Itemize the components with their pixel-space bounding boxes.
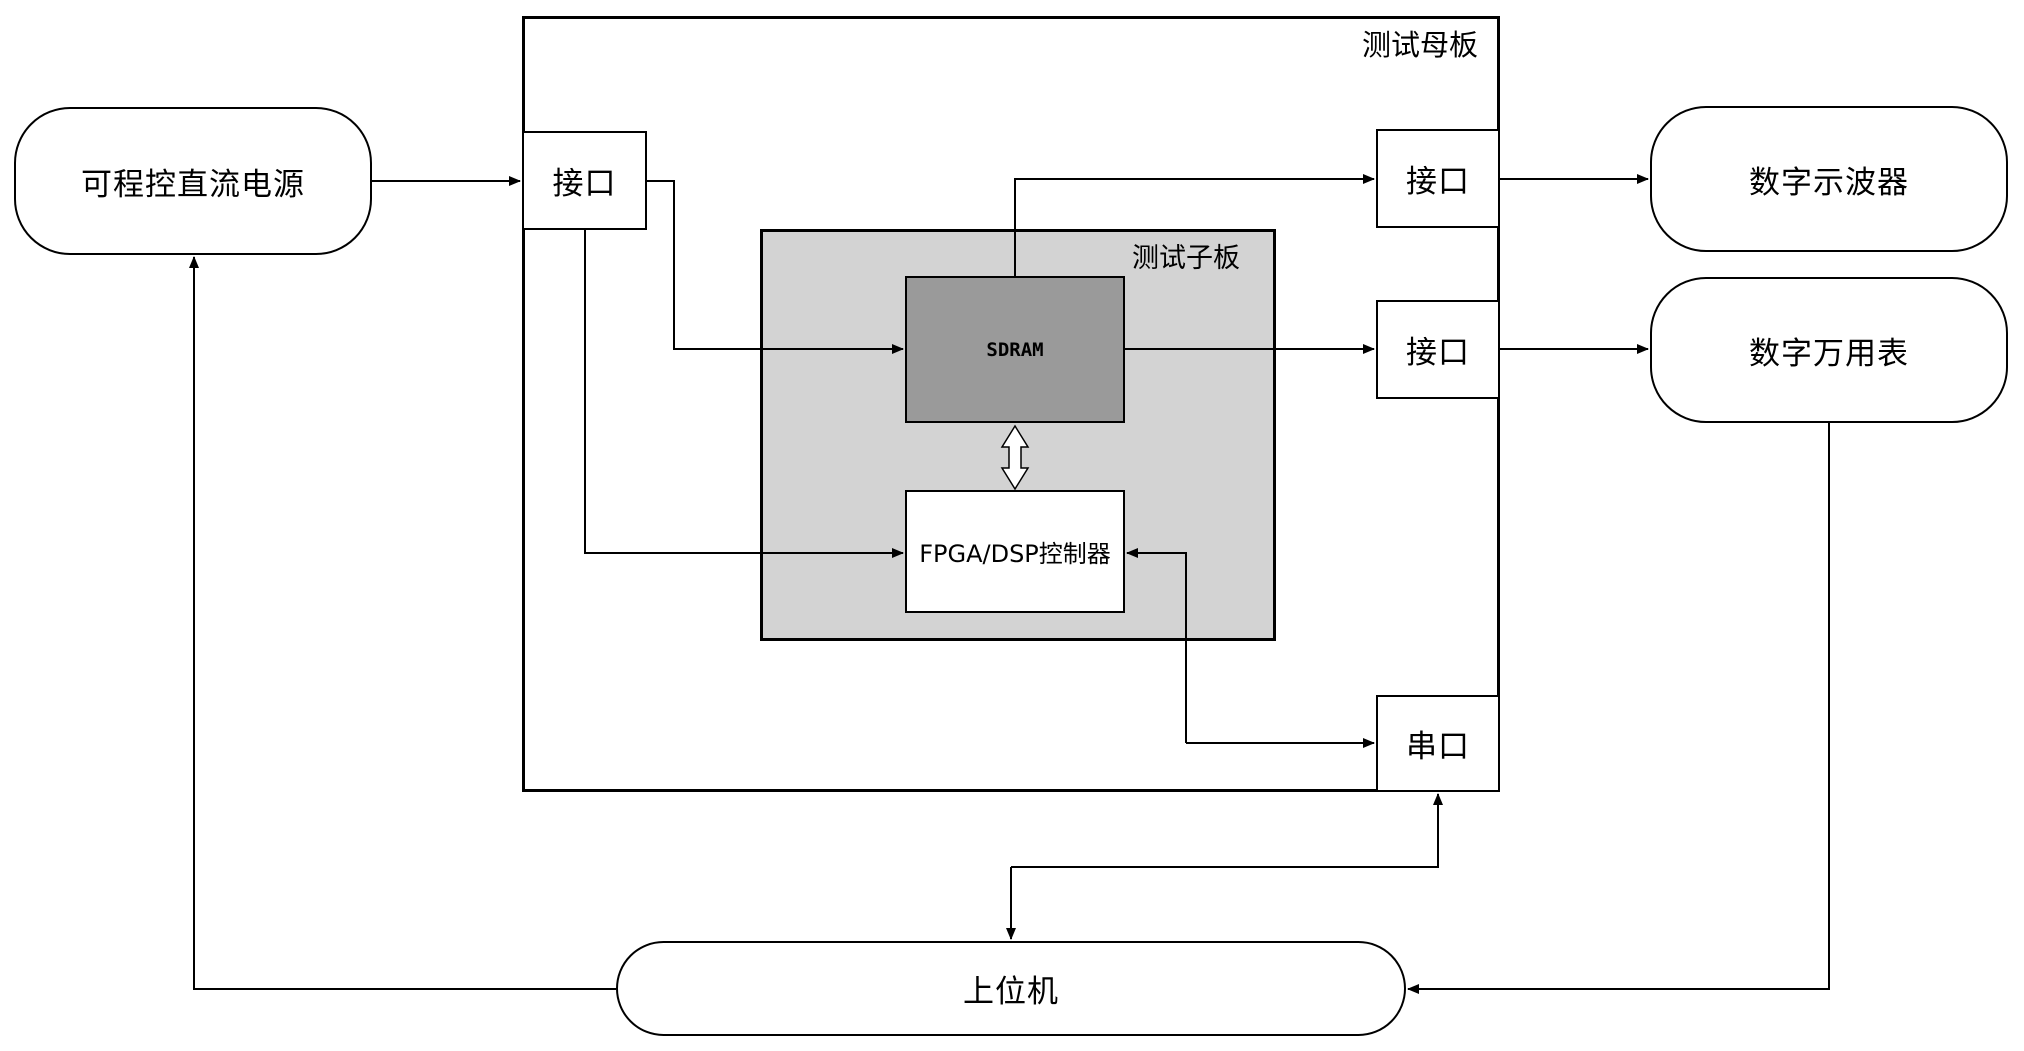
left-interface-label: 接口 [552,166,617,202]
right-interface-mid-label: 接口 [1406,335,1470,371]
edge-serial-to-controller [1126,548,1187,743]
right-interface-top-port: 接口 [1376,129,1500,228]
host-computer-node: 上位机 [616,941,1406,1036]
controller-label: FPGA/DSP控制器 [919,540,1111,568]
controller-block: FPGA/DSP控制器 [905,490,1125,613]
oscilloscope-node: 数字示波器 [1650,106,2008,252]
multimeter-label: 数字万用表 [1749,335,1909,372]
sdram-block: SDRAM [905,276,1125,423]
serial-port: 串口 [1376,695,1500,792]
edge-sdram-to-top-interface [1014,174,1375,276]
sdram-label: SDRAM [986,338,1044,361]
serial-port-label: 串口 [1406,729,1470,765]
host-computer-label: 上位机 [963,974,1059,1010]
multimeter-node: 数字万用表 [1650,277,2008,423]
power-supply-label: 可程控直流电源 [81,166,305,203]
sdram-controller-bus-arrow [1000,424,1030,491]
edge-host-to-serial [1011,793,1443,868]
edge-interface-to-sdram [647,180,904,354]
edge-multimeter-to-host [1407,423,1830,994]
power-supply-node: 可程控直流电源 [14,107,372,255]
right-interface-mid-port: 接口 [1376,300,1500,399]
sub-board-title: 测试子板 [1132,243,1240,274]
edge-interface-to-controller [584,230,904,558]
edge-host-to-power [189,256,616,990]
oscilloscope-label: 数字示波器 [1749,164,1909,201]
left-interface-port: 接口 [522,131,647,230]
right-interface-top-label: 接口 [1406,164,1470,200]
mother-board-title: 测试母板 [1361,28,1478,62]
